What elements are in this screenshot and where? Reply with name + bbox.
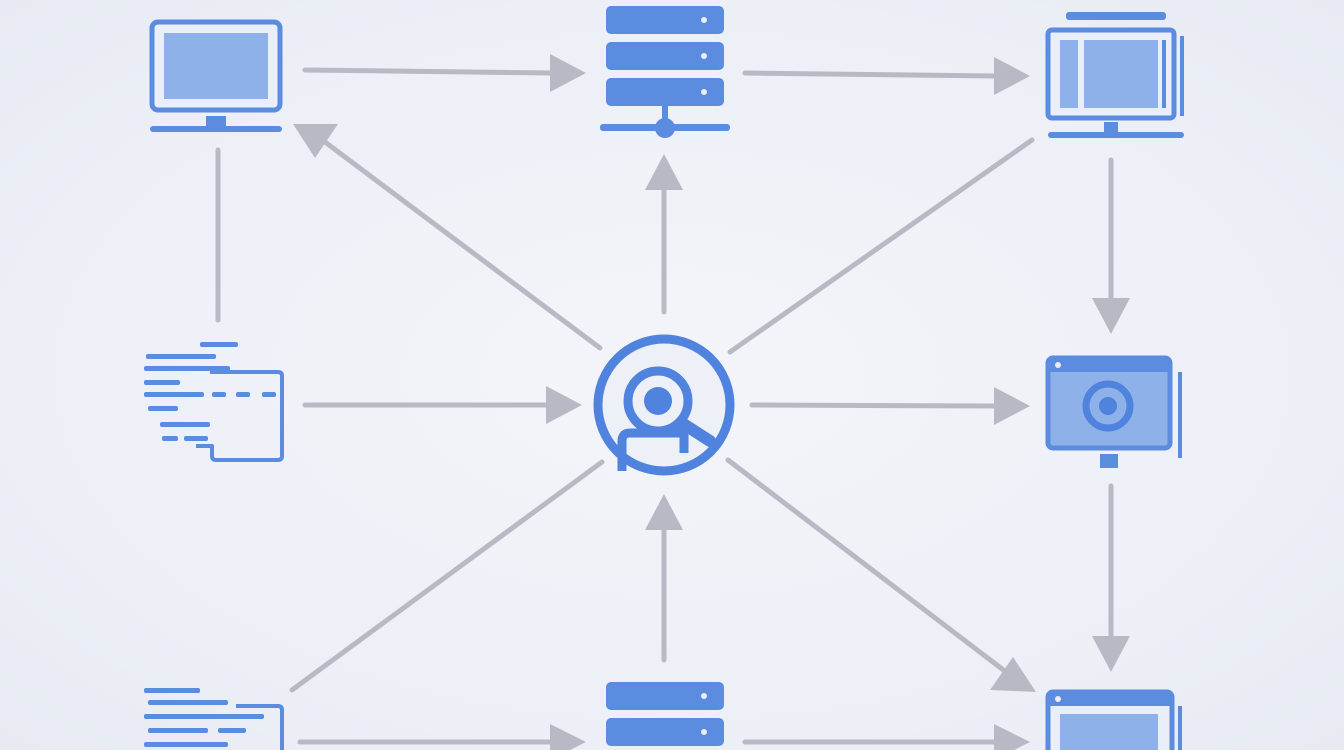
- edge-monitor-to-server-top: [302, 54, 586, 92]
- edge-server-to-dashboard: [742, 57, 1030, 95]
- edge-hub-to-server-top: [645, 154, 683, 315]
- edge-document-bottom-to-server-bottom: [297, 724, 586, 750]
- camera-display-icon[interactable]: [1045, 355, 1182, 468]
- edge-document-bottom-to-hub: [289, 459, 605, 693]
- edge-server-bottom-to-browser: [742, 724, 1030, 750]
- server-icon[interactable]: [600, 6, 730, 138]
- edge-hub-to-browser: [725, 457, 1036, 692]
- edge-hub-to-camera: [749, 387, 1030, 425]
- edge-server-bottom-to-hub: [645, 494, 683, 663]
- file-list-icon[interactable]: [144, 688, 284, 750]
- search-hub-icon[interactable]: [593, 334, 735, 476]
- monitor-icon[interactable]: [149, 19, 283, 132]
- edge-hub-to-monitor: [293, 124, 603, 351]
- server-icon[interactable]: [606, 682, 724, 746]
- edge-camera-to-browser: [1092, 483, 1130, 672]
- edge-dashboard-to-camera: [1092, 157, 1130, 334]
- file-list-icon[interactable]: [144, 342, 284, 462]
- edge-hub-to-dashboard: [727, 137, 1035, 355]
- edge-document-to-hub: [302, 386, 582, 424]
- browser-window-icon[interactable]: [1045, 12, 1184, 138]
- browser-window-icon[interactable]: [1045, 689, 1182, 750]
